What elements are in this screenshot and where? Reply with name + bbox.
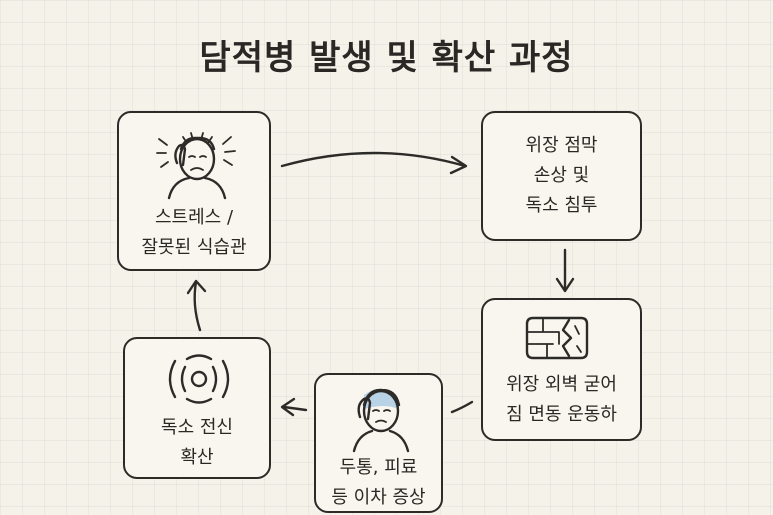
arrow-toxin-to-stress [186,279,207,332]
node-symptoms-label: 두통, 피료 등 이차 증상 [331,457,426,508]
headache-person-icon [352,388,410,453]
node-stress: 스트레스 / 잘못된 식습관 [117,111,271,271]
arrow-hardening-to-symptoms [450,400,474,414]
node-toxin-spread: 독소 전신 확산 [123,337,271,479]
diagram-title: 담적병 발생 및 확산 과정 [199,38,574,78]
radiating-waves-icon [168,354,230,404]
node-stomach-damage-label: 위장 점막 손상 및 독소 침투 [525,135,598,216]
hardened-stomach-wall-icon [525,316,589,360]
node-stress-label: 스트레스 / 잘못된 식습관 [141,207,247,258]
node-stomach-damage: 위장 점막 손상 및 독소 침투 [481,111,642,241]
arrow-stress-to-damage [280,151,468,175]
stressed-person-icon [156,132,236,200]
arrow-damage-to-hardening [555,248,575,293]
node-stomach-hardening-label: 위장 외벽 굳어 짐 면동 운동하 [506,374,617,425]
node-symptoms: 두통, 피료 등 이차 증상 [314,373,443,513]
arrow-symptoms-to-toxin [280,397,308,417]
node-toxin-spread-label: 독소 전신 확산 [161,417,233,468]
node-stomach-hardening: 위장 외벽 굳어 짐 면동 운동하 [481,298,642,441]
